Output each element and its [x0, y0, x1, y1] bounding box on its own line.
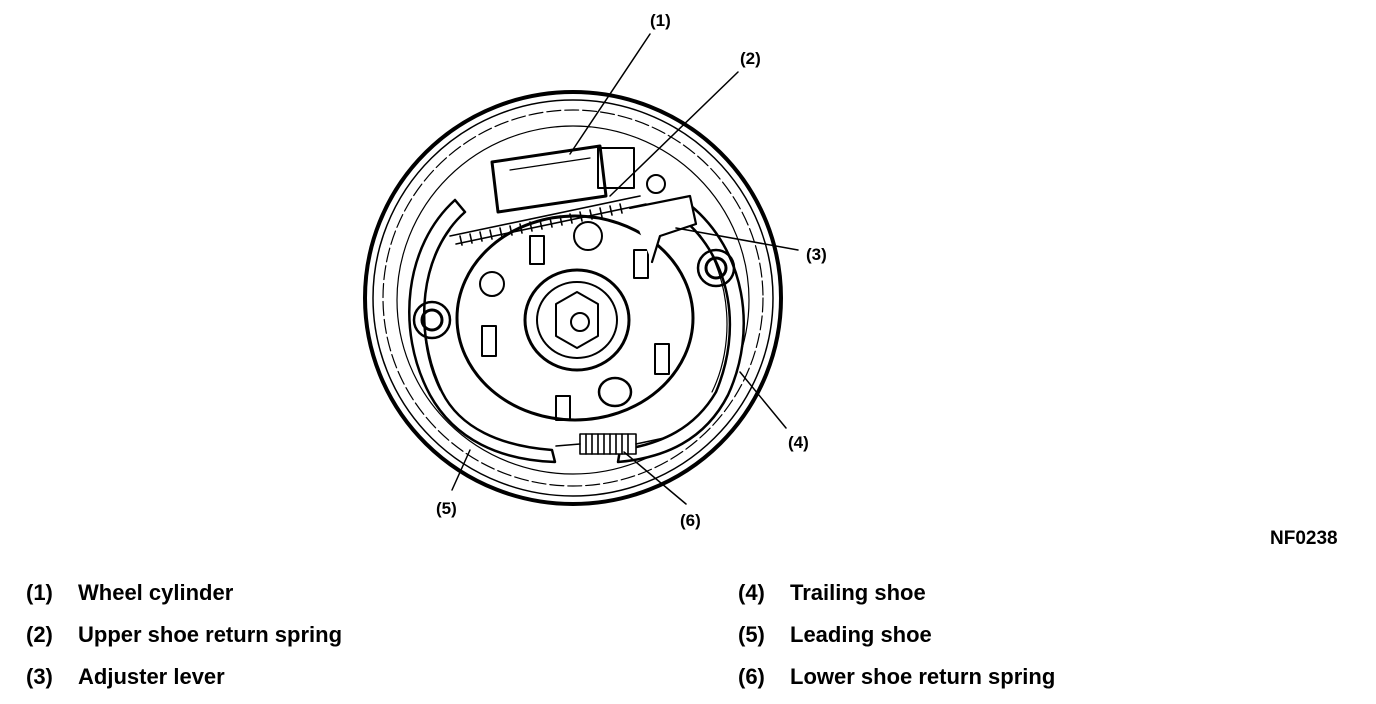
legend-number: (6) [738, 664, 765, 689]
drum-brake-illustration [363, 33, 799, 506]
callout-5: (5) [436, 499, 457, 518]
adjuster-lever [628, 194, 698, 264]
legend-label: Upper shoe return spring [78, 622, 343, 647]
legend-number: (4) [738, 580, 765, 605]
figure-code: NF0238 [1270, 528, 1338, 549]
legend-number: (5) [738, 622, 765, 647]
drum-brake-diagram: (1) (2) (3) (4) (5) (6) [363, 11, 827, 530]
leader-lines [451, 33, 799, 505]
callout-3: (3) [806, 245, 827, 264]
trailing-shoe [616, 203, 745, 464]
legend-number: (3) [26, 664, 53, 689]
legend-label: Trailing shoe [790, 580, 926, 605]
callout-1: (1) [650, 11, 671, 30]
anchor-pins [412, 248, 736, 340]
lower-shoe-return-spring [555, 433, 665, 455]
wheel-cylinder [490, 144, 666, 214]
legend-label: Lower shoe return spring [790, 664, 1056, 689]
callout-4: (4) [788, 433, 809, 452]
backing-plate [363, 90, 783, 506]
legend-number: (1) [26, 580, 53, 605]
legend-label: Wheel cylinder [78, 580, 234, 605]
legend-label: Leading shoe [790, 622, 932, 647]
callout-2: (2) [740, 49, 761, 68]
legend-number: (2) [26, 622, 53, 647]
hub-assembly [455, 214, 695, 422]
upper-shoe-return-spring [449, 195, 647, 246]
callout-6: (6) [680, 511, 701, 530]
legend-label: Adjuster lever [78, 664, 225, 689]
